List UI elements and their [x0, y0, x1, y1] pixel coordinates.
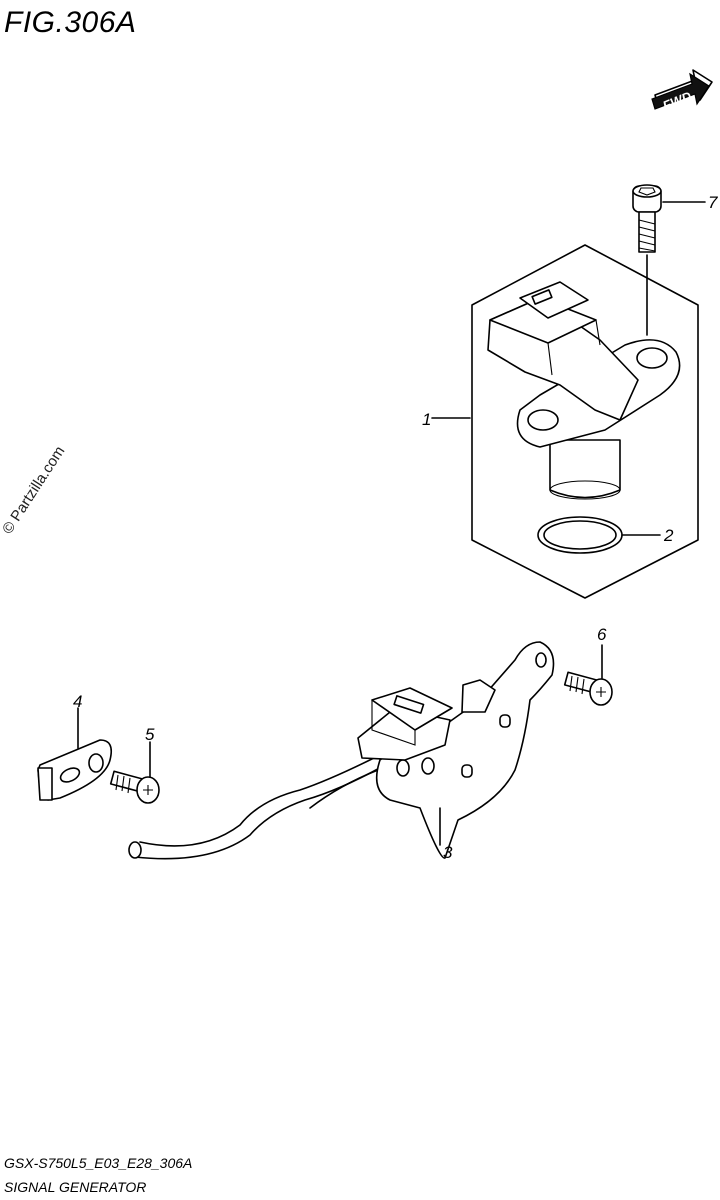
callout-2: 2 — [663, 526, 674, 545]
kit-frame — [471, 244, 699, 599]
screw-6 — [563, 671, 613, 706]
watermark: © Partzilla.com — [0, 443, 68, 537]
callout-1: 1 — [422, 410, 431, 429]
fwd-arrow-icon: FWD — [651, 69, 713, 113]
figure-title: FIG.306A — [4, 6, 136, 39]
callout-3: 3 — [443, 843, 453, 862]
clamp-4 — [37, 739, 113, 801]
signal-generator-sensor-1 — [487, 281, 681, 500]
callout-7: 7 — [708, 193, 718, 212]
callout-5: 5 — [145, 725, 155, 744]
figure-name: SIGNAL GENERATOR — [4, 1179, 146, 1195]
bolt-7 — [632, 184, 662, 253]
bracket-harness-3 — [128, 641, 555, 860]
screw-5 — [109, 770, 160, 804]
callout-6: 6 — [597, 625, 607, 644]
o-ring-2 — [537, 516, 623, 554]
figure-code: GSX-S750L5_E03_E28_306A — [4, 1155, 192, 1171]
callout-4: 4 — [73, 692, 82, 711]
